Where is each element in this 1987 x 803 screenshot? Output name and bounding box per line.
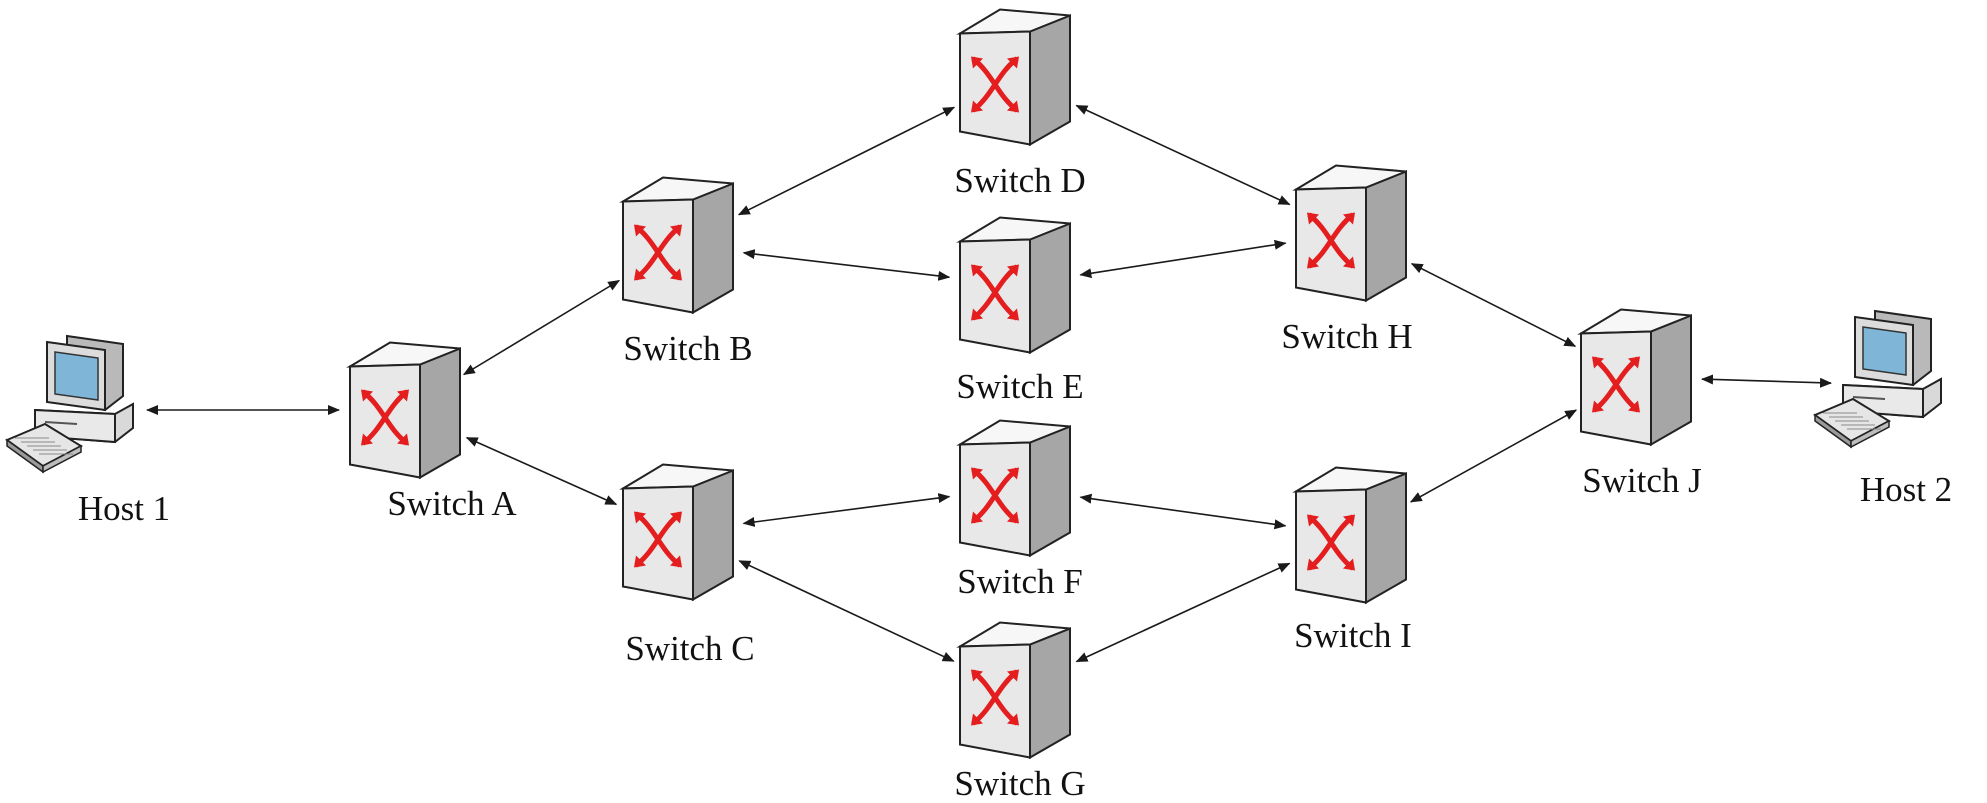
network-switch-icon (956, 216, 1071, 355)
nodes-layer: Host 1 Switch A Switch B Switch C Switch D Sw… (4, 8, 1952, 803)
switch-node-a: Switch A (346, 341, 517, 523)
node-label: Switch F (957, 562, 1082, 601)
node-label: Host 2 (1860, 470, 1952, 509)
link-A-C (465, 436, 618, 506)
node-label: Switch A (387, 484, 517, 523)
network-switch-icon (619, 176, 734, 315)
switch-node-h: Switch H (1281, 164, 1413, 356)
host-node-host2: Host 2 (1812, 309, 1952, 509)
switch-node-c: Switch C (619, 463, 755, 668)
link-C-F (742, 493, 951, 527)
link-A-B (462, 279, 621, 376)
switch-node-f: Switch F (956, 419, 1083, 601)
network-switch-icon (1292, 164, 1407, 303)
node-label: Switch E (956, 367, 1083, 406)
link-J-host2 (1701, 374, 1832, 388)
link-I-J (1409, 409, 1578, 503)
node-label: Switch H (1281, 317, 1412, 356)
node-label: Switch I (1294, 616, 1412, 655)
node-label: Switch C (625, 629, 754, 668)
switch-node-b: Switch B (619, 176, 753, 368)
link-B-E (742, 249, 951, 281)
link-E-H (1079, 239, 1287, 279)
node-label: Switch G (954, 764, 1085, 803)
link-H-J (1410, 262, 1577, 348)
switch-node-i: Switch I (1292, 466, 1412, 655)
node-label: Switch B (623, 329, 752, 368)
switch-node-g: Switch G (954, 621, 1086, 803)
network-switch-icon (956, 621, 1071, 760)
node-label: Switch J (1582, 461, 1702, 500)
link-F-I (1079, 493, 1287, 530)
link-G-I (1075, 562, 1291, 663)
node-label: Host 1 (78, 489, 170, 528)
computer-icon (1812, 309, 1942, 449)
links-layer (146, 104, 1832, 663)
network-switch-icon (1577, 308, 1692, 447)
network-switch-icon (956, 8, 1071, 147)
network-switch-icon (619, 463, 734, 602)
switch-node-d: Switch D (954, 8, 1086, 200)
switch-node-j: Switch J (1577, 308, 1702, 500)
link-C-G (738, 560, 955, 662)
link-D-H (1075, 104, 1291, 206)
network-switch-icon (346, 341, 461, 480)
network-switch-icon (1292, 466, 1407, 605)
computer-icon (4, 334, 134, 474)
switch-node-e: Switch E (956, 216, 1084, 406)
host-node-host1: Host 1 (4, 334, 170, 528)
link-B-D (737, 106, 956, 216)
network-switch-icon (956, 419, 1071, 558)
node-label: Switch D (954, 161, 1085, 200)
